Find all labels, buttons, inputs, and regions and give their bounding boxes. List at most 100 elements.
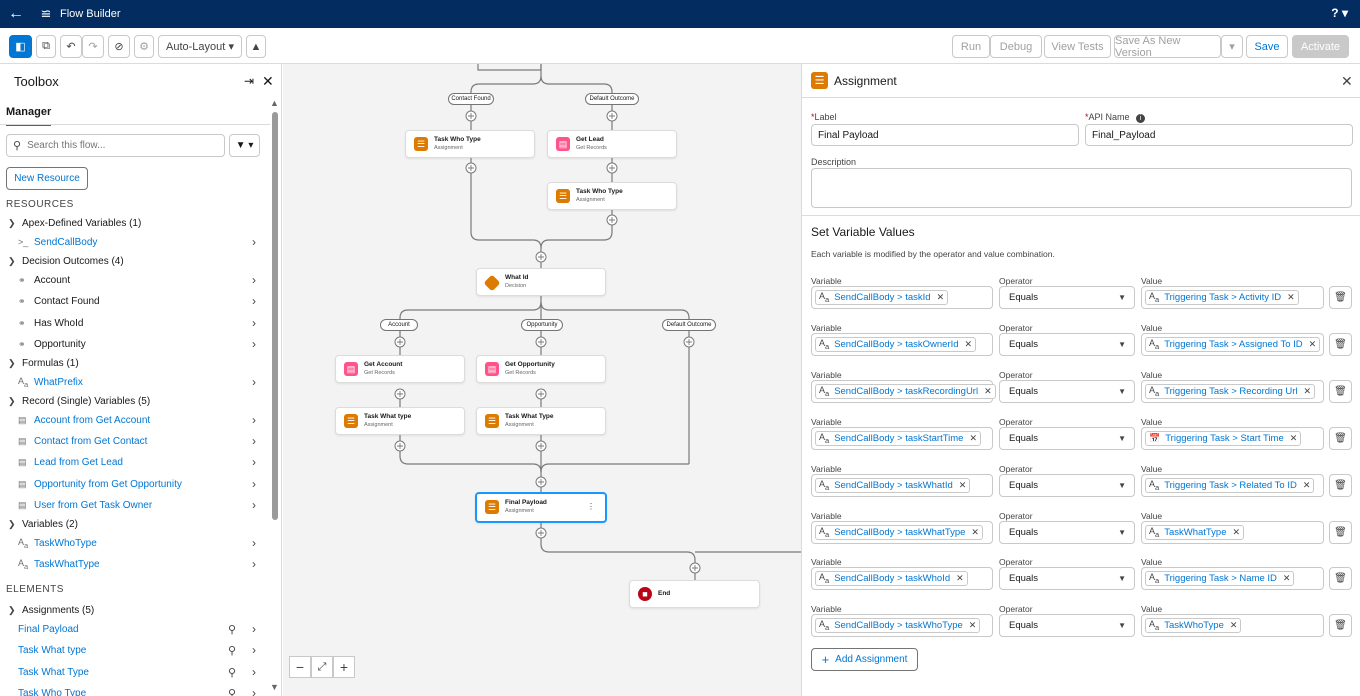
save-as-new-version-button[interactable]: Save As New Version — [1114, 35, 1221, 59]
operator-select[interactable]: Equals▼ — [999, 332, 1135, 356]
outcome-pill-account[interactable]: Account — [380, 319, 418, 331]
list-item[interactable]: ⚭Contact Found› — [18, 294, 256, 308]
delete-row-button[interactable]: 🗑 — [1329, 473, 1352, 497]
remove-pill-icon[interactable]: ✕ — [1232, 526, 1241, 537]
search-box[interactable]: ⚲ — [6, 134, 225, 157]
node-task-what-type[interactable]: ☰ Task What Type Assignment — [476, 407, 606, 435]
remove-pill-icon[interactable]: ✕ — [936, 292, 945, 302]
remove-pill-icon[interactable]: ✕ — [1308, 338, 1317, 349]
outcome-pill-default[interactable]: Default Outcome — [662, 319, 716, 331]
delete-row-button[interactable]: 🗑 — [1329, 286, 1352, 309]
search-icon[interactable]: ⚲ — [228, 623, 237, 636]
list-item[interactable]: ▤Account from Get Account› — [18, 413, 256, 427]
scroll-up-icon[interactable]: ▲ — [270, 98, 279, 108]
close-icon[interactable]: ✕ — [262, 73, 274, 89]
search-input[interactable] — [27, 140, 218, 151]
operator-select[interactable]: Equals▼ — [999, 426, 1135, 450]
remove-pill-icon[interactable]: ✕ — [1289, 432, 1298, 443]
node-get-lead[interactable]: ▤ Get Lead Get Records — [547, 130, 677, 158]
copy-button[interactable]: ⧉ — [36, 35, 56, 58]
run-button[interactable]: Run — [952, 35, 990, 58]
group-decision[interactable]: ❯Decision Outcomes (4) — [8, 255, 124, 267]
remove-pill-icon[interactable]: ✕ — [1229, 620, 1238, 631]
operator-select[interactable]: Equals▼ — [999, 567, 1135, 591]
delete-row-button[interactable]: 🗑 — [1329, 567, 1352, 591]
group-apex[interactable]: ❯Apex-Defined Variables (1) — [8, 217, 142, 229]
delete-row-button[interactable]: 🗑 — [1329, 520, 1352, 544]
search-icon[interactable]: ⚲ — [228, 687, 237, 696]
list-item[interactable]: >_SendCallBody› — [18, 235, 256, 249]
group-assignments[interactable]: ❯Assignments (5) — [8, 604, 95, 616]
list-item[interactable]: Task Who Type⚲› — [0, 683, 270, 696]
node-what-id[interactable]: What Id Decision — [476, 268, 606, 296]
save-menu-button[interactable]: ▾ — [1221, 35, 1243, 58]
group-variables[interactable]: ❯Variables (2) — [8, 518, 78, 530]
debug-button[interactable]: Debug — [990, 35, 1042, 58]
node-task-what-type[interactable]: ☰ Task What type Assignment — [335, 407, 465, 435]
outcome-pill-contact-found[interactable]: Contact Found — [448, 93, 494, 105]
remove-pill-icon[interactable]: ✕ — [1287, 292, 1295, 302]
remove-pill-icon[interactable]: ✕ — [971, 526, 979, 537]
activate-button[interactable]: Activate — [1292, 35, 1349, 58]
outcome-pill-default[interactable]: Default Outcome — [585, 93, 639, 105]
scroll-down-icon[interactable]: ▼ — [270, 682, 279, 692]
close-icon[interactable]: ✕ — [1341, 73, 1353, 89]
list-item[interactable]: ▤Lead from Get Lead› — [18, 455, 256, 469]
help-icon[interactable]: ? ▾ — [1331, 6, 1348, 20]
back-arrow-icon[interactable]: ← — [8, 5, 24, 22]
list-item[interactable]: Task What Type⚲› — [18, 665, 256, 679]
operator-select[interactable]: Equals▼ — [999, 379, 1135, 403]
list-item[interactable]: ▤Opportunity from Get Opportunity› — [18, 477, 256, 491]
group-record[interactable]: ❯Record (Single) Variables (5) — [8, 395, 151, 407]
remove-pill-icon[interactable]: ✕ — [969, 432, 978, 443]
list-item[interactable]: ⚭Has WhoId› — [18, 316, 256, 330]
remove-pill-icon[interactable]: ✕ — [984, 385, 992, 396]
remove-pill-icon[interactable]: ✕ — [1282, 573, 1291, 584]
redo-button[interactable]: ↷ — [82, 35, 104, 58]
list-item[interactable]: ⚭Account› — [18, 273, 256, 287]
list-item[interactable]: ⚭Opportunity› — [18, 337, 256, 351]
delete-row-button[interactable]: 🗑 — [1329, 614, 1352, 638]
layout-select[interactable]: Auto-Layout▾ — [158, 35, 242, 58]
more-actions-icon[interactable]: ⋮ — [587, 502, 595, 511]
add-assignment-button[interactable]: +Add Assignment — [811, 648, 918, 671]
remove-pill-icon[interactable]: ✕ — [956, 573, 964, 584]
zoom-in-button[interactable]: + — [333, 656, 355, 678]
remove-pill-icon[interactable]: ✕ — [1302, 479, 1311, 490]
toggle-toolbox-button[interactable]: ◧ — [9, 35, 32, 58]
tab-manager[interactable]: Manager — [6, 106, 52, 126]
node-task-who-type[interactable]: ☰ Task Who Type Assignment — [405, 130, 535, 158]
toolbox-scrollbar[interactable]: ▲ ▼ — [270, 98, 280, 696]
node-task-who-type[interactable]: ☰ Task Who Type Assignment — [547, 182, 677, 210]
save-button[interactable]: Save — [1246, 35, 1288, 58]
fit-view-button[interactable]: ⤢ — [311, 656, 333, 678]
node-final-payload[interactable]: ☰ Final Payload Assignment ⋮ — [475, 492, 607, 523]
remove-pill-icon[interactable]: ✕ — [968, 620, 977, 631]
list-item[interactable]: Task What type⚲› — [18, 643, 256, 657]
delete-row-button[interactable]: 🗑 — [1329, 379, 1352, 403]
delete-row-button[interactable]: 🗑 — [1329, 332, 1352, 356]
